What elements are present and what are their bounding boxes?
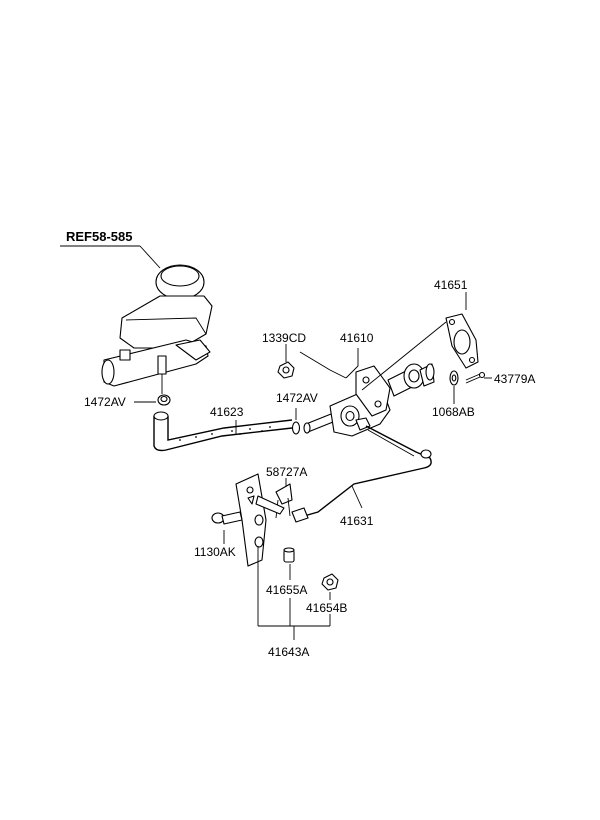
- tube-bracket: [235, 473, 285, 567]
- split-pin-43779a: [465, 371, 492, 384]
- nut-1339cd: [277, 344, 347, 379]
- label-ref58-585: REF58-585: [66, 229, 132, 244]
- bushing-41655a: [283, 547, 295, 580]
- label-41655a: 41655A: [266, 583, 307, 597]
- clutch-tube-41631: [291, 425, 432, 523]
- brake-fluid-reservoir: [60, 245, 213, 394]
- label-41654b: 41654B: [306, 601, 347, 615]
- label-43779a: 43779A: [494, 372, 535, 386]
- label-1472av-left: 1472AV: [84, 395, 126, 409]
- label-41631: 41631: [340, 514, 374, 528]
- label-41651: 41651: [434, 278, 468, 292]
- label-1472av-mid: 1472AV: [276, 391, 318, 405]
- label-41623: 41623: [210, 405, 244, 419]
- washer-1068ab: [449, 370, 459, 404]
- nut-41654b: [321, 573, 339, 600]
- label-1068ab: 1068AB: [432, 405, 475, 419]
- gasket-41651: [361, 292, 479, 391]
- label-1130ak: 1130AK: [194, 545, 236, 559]
- assembly-41643a-bracket: [257, 546, 331, 640]
- reservoir-hose: [153, 411, 293, 452]
- label-58727a: 58727A: [266, 465, 307, 479]
- bolt-1130ak: [211, 511, 243, 544]
- label-1339cd: 1339CD: [262, 331, 306, 345]
- hose-clamp-left: [134, 394, 171, 406]
- label-41610: 41610: [340, 331, 374, 345]
- hose-clamp-mid: [291, 408, 301, 435]
- clutch-master-cylinder: [303, 348, 435, 437]
- label-41643a: 41643A: [268, 645, 309, 659]
